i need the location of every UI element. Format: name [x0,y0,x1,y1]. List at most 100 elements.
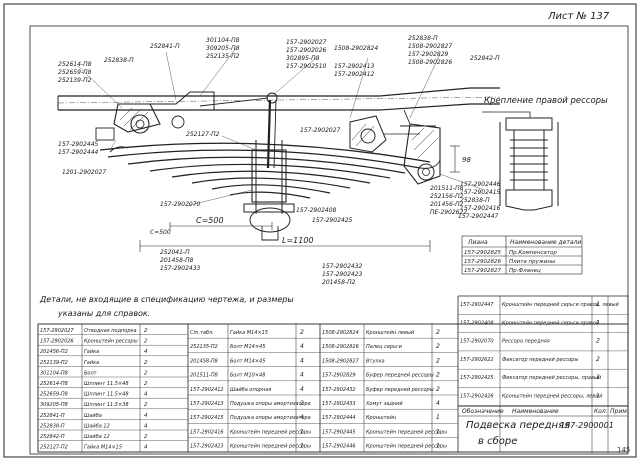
spec-left-name: Болт [84,370,98,376]
spec-left-name: Гайка [84,349,99,355]
part-label: 252041-П [160,249,190,256]
spec-table-grid [37,295,629,453]
spec-mid-name: Кронштейн передней рессоры [230,444,311,450]
spec-mid-code: 157-2902423 [190,444,224,450]
part-label: 157-2902433 [160,265,201,272]
ref-table-h1: Наименование детали [510,239,581,246]
part-label: 157-2902444 [58,149,99,156]
spec-mid2-qty: 2 [436,386,440,393]
spec-mid2-qty: 1 [436,414,440,421]
leader-line [109,139,117,151]
part-label: 252135-П2 [206,53,240,60]
leader-line [221,135,257,151]
spec-left-qty: 4 [144,413,148,419]
part-label: 309205-П8 [206,45,240,52]
title-col-note: Прим. [610,408,629,415]
title-col-name: Наименование [512,408,559,415]
title-col-qty: Кол. [594,408,608,415]
spec-mid-code: 157-2902413 [190,401,224,407]
part-label: 252838-П [408,35,438,42]
ref-table-name: Пр.Фланец [509,268,541,274]
sheet-title: Лист № 137 [547,11,610,22]
part-label: 252838-П [104,57,134,64]
spec-right-name: Рессора передняя [502,339,550,345]
spec-right-code: 157-2902622 [460,357,494,363]
part-label: 1508-2902826 [408,59,452,66]
spec-mid-qty: 4 [300,357,304,364]
spec-mid-qty: 4 [300,372,304,379]
spec-mid-name: Болт М14×45 [230,344,265,350]
spec-mid-name: Кронштейн передней рессоры [230,429,311,435]
assembly-number: 157-2900001 [560,421,614,430]
spec-mid-qty: 4 [300,386,304,393]
spec-mid2-code: 157-2902829 [322,373,356,379]
spec-mid-qty: 1 [300,443,304,450]
spec-mid2-code: 1508-2902824 [322,330,359,336]
spec-mid2-name: Палец серьги [366,344,403,350]
leader-line [409,53,441,119]
spec-left-name: Шайба [84,413,102,419]
part-label: 157-2902445 [58,141,99,148]
spec-mid-code: 201458-П8 [190,358,218,364]
part-label: 201458-П2 [322,279,356,286]
part-label: 157-2902423 [322,271,363,278]
spec-left-name: Шайба 12 [84,434,110,440]
spec-left-qty: 4 [144,445,148,451]
spec-right-code: 157-2902447 [460,302,494,308]
spec-left-qty: 2 [144,339,148,345]
spec-mid2-name: Хомут задний [365,401,403,407]
right-detail-heading: Крепление правой рессоры [484,96,608,106]
note-line-2: указаны для справок. [57,309,150,318]
spec-left-code: 252838-П [40,423,65,429]
spec-left-code: 252614-П8 [40,381,68,387]
page-number: 145 [617,446,631,454]
spec-mid-qty: 4 [300,343,304,350]
spec-mid2-code: 1508-2902827 [322,358,360,364]
spec-right-code: 157-2902070 [460,339,494,345]
part-label: 157-2902413 [334,63,375,70]
spec-mid-code: 201511-П8 [190,373,218,379]
spec-left-qty: 2 [144,328,148,334]
part-label: 157-2902408 [296,207,337,214]
spec-mid-code: 157-2902415 [190,415,224,421]
part-label: 252127-П2 [186,131,220,138]
spec-mid-code: 157-2902416 [190,429,224,435]
part-label: 1201-2902027 [62,169,106,176]
spec-right-name: Кронштейн передней серьги правой, левый [502,302,619,308]
spec-mid2-code: 157-2902433 [322,401,356,407]
spec-left-code: 309205-П8 [40,402,68,408]
part-label: 1508-2902827 [408,43,452,50]
part-label: 157-2902425 [312,217,353,224]
spec-right-qty: 2 [596,356,600,363]
leader-line [439,173,485,191]
spec-left-name: Шплинт 11.5×48 [84,392,129,398]
spec-mid-code: Cm.табл. [190,330,214,336]
spec-mid2-qty: 2 [436,343,440,350]
spec-left-name: Гайка М14×15 [84,445,122,451]
spec-mid-code: 157-2902412 [190,387,224,393]
leader-line [271,57,317,97]
part-label: 252838-П [460,197,490,204]
spec-mid2-qty: 4 [436,400,440,407]
part-labels: 252841-П252838-П252614-П8252659-П8252139… [58,35,501,286]
spec-left-name: Шплинт 11.5×38 [84,402,129,408]
spec-mid-name: Подушка опоры амортизатора [230,401,311,407]
part-label: 157-2902447 [458,213,499,220]
ref-table-code: 157-2902826 [464,259,501,265]
spec-right-name: Кронштейн передней серьги правой [502,320,600,326]
assembly-name-1: Подвеска передняя [466,420,570,431]
right-spring-detail [482,111,559,211]
spec-mid2-code: 157-2902432 [322,387,356,393]
spec-left-code: 252139-П2 [40,360,68,366]
spec-left-qty: 2 [144,402,148,408]
spec-mid2-name: Кронштейн левый [366,330,415,336]
spec-right-code: 157-2902425 [460,375,494,381]
part-label: 201511-П8 [430,185,464,192]
part-label: 252156-П2 [430,193,464,200]
spec-mid-qty: 1 [300,428,304,435]
spec-mid2-name: Буфер передней рессоры [366,373,434,379]
ref-table-code: 157-2902827 [464,268,501,274]
